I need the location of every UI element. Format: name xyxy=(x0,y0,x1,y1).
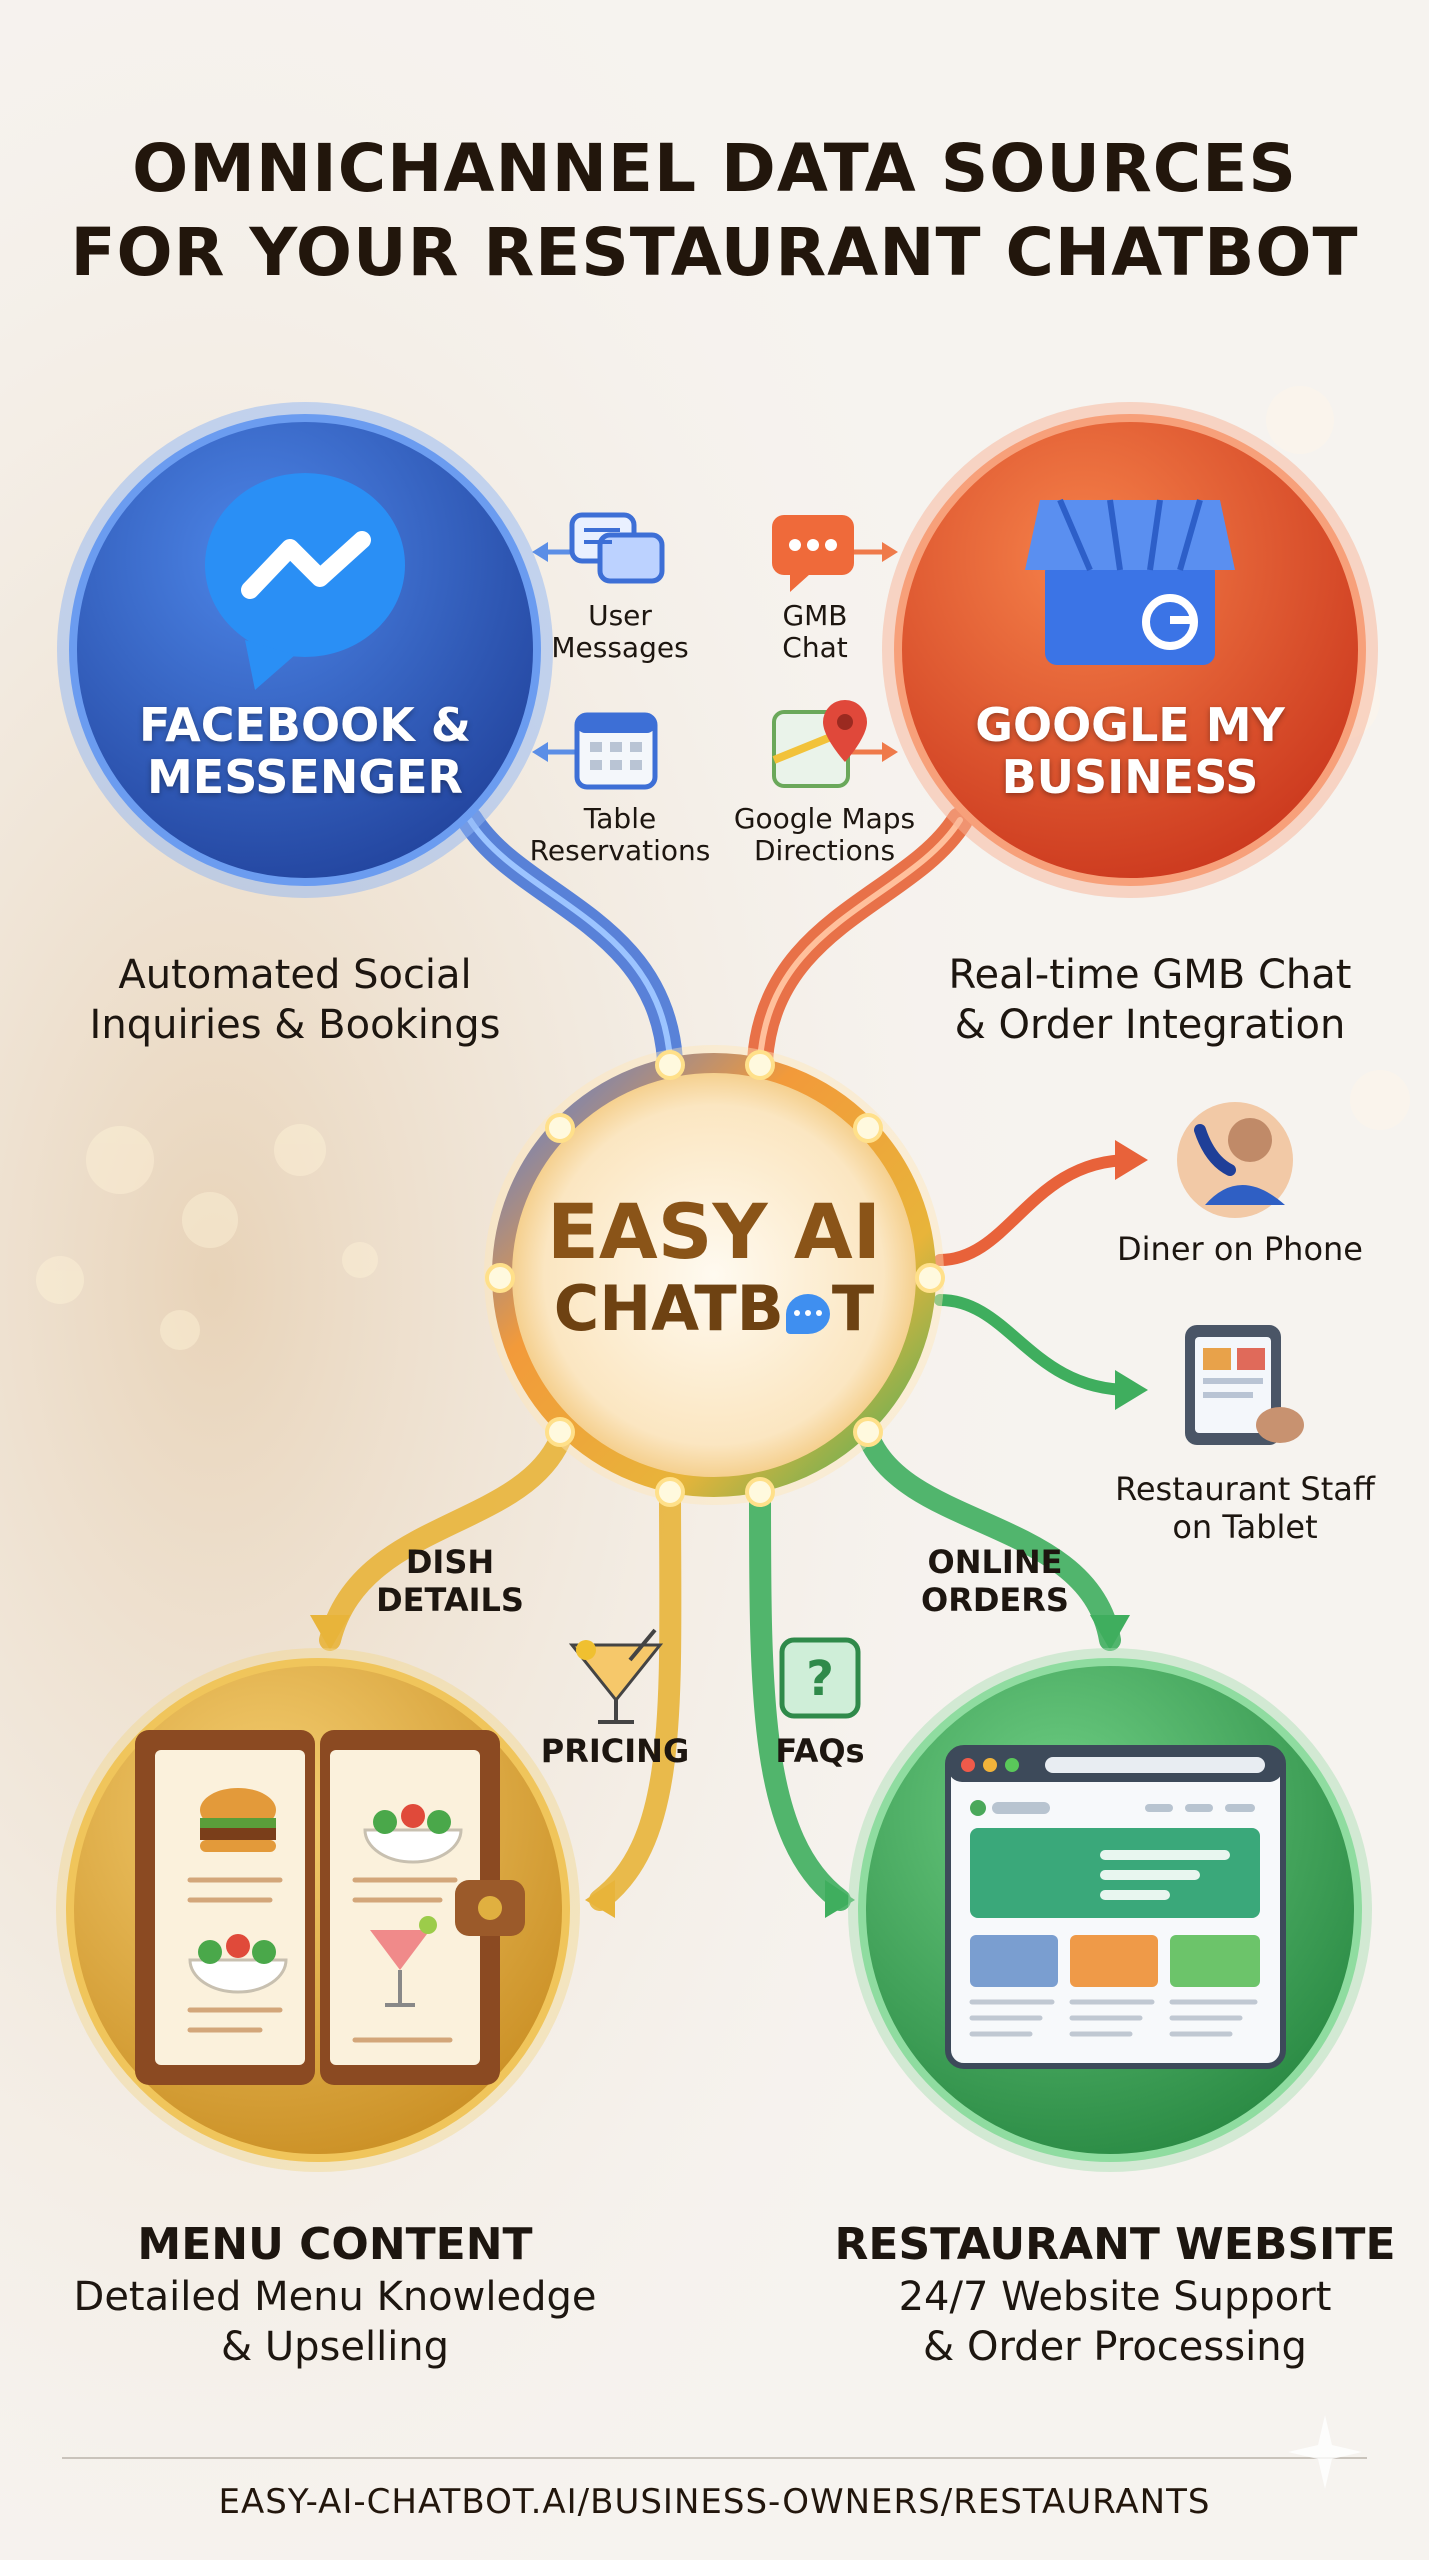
website-heading: RESTAURANT WEBSITE xyxy=(834,2219,1396,2270)
page-title-line-1: OMNICHANNEL DATA SOURCES xyxy=(132,130,1297,207)
cocktail-icon xyxy=(568,1628,664,1724)
gmb-link-maps-directions: Google Maps Directions xyxy=(722,803,927,867)
table-reservations-line-1: Table xyxy=(583,802,657,835)
online-orders-line-2: ORDERS xyxy=(921,1581,1069,1619)
output-staff-on-tablet: Restaurant Staff on Tablet xyxy=(1090,1470,1400,1546)
website-link-online-orders: ONLINE ORDERS xyxy=(890,1543,1100,1619)
center-label-t: T xyxy=(831,1272,875,1345)
staff-tablet-line-2: on Tablet xyxy=(1172,1508,1318,1546)
messenger-icon xyxy=(205,473,405,690)
gmb-desc-line-1: Real-time GMB Chat xyxy=(948,952,1352,998)
svg-text:?: ? xyxy=(806,1651,834,1707)
maps-directions-line-2: Directions xyxy=(753,834,896,867)
tablet-icon xyxy=(1185,1325,1304,1445)
online-orders-line-1: ONLINE xyxy=(927,1543,1063,1581)
maps-directions-line-1: Google Maps xyxy=(733,802,916,835)
facebook-name-line-2: MESSENGER xyxy=(147,750,463,804)
dish-details-line-1: DISH xyxy=(405,1543,495,1581)
user-messages-line-1: User xyxy=(588,599,652,632)
phone-person-icon xyxy=(1177,1102,1293,1218)
google-store-icon xyxy=(1025,498,1235,665)
gmb-desc-line-2: & Order Integration xyxy=(954,1002,1346,1048)
page-title-line-2: FOR YOUR RESTAURANT CHATBOT xyxy=(70,214,1359,291)
menu-desc-line-2: & Upselling xyxy=(220,2324,450,2370)
chat-bubble-o-icon xyxy=(785,1294,830,1334)
table-reservations-line-2: Reservations xyxy=(529,834,711,867)
menu-book-icon xyxy=(135,1730,525,2085)
output-diner-on-phone: Diner on Phone xyxy=(1117,1230,1363,1268)
facebook-link-user-messages: User Messages xyxy=(530,600,710,664)
center-label-line-2: CHATB T xyxy=(514,1274,914,1344)
facebook-link-table-reservations: Table Reservations xyxy=(520,803,720,867)
gmb-name-line-2: BUSINESS xyxy=(1001,750,1259,804)
center-hub: EASY AI CHATB T xyxy=(514,1190,914,1344)
center-label-chatb: CHATB xyxy=(553,1272,784,1345)
staff-tablet-line-1: Restaurant Staff xyxy=(1115,1470,1375,1508)
gmb-name-line-1: GOOGLE MY xyxy=(975,698,1285,752)
menu-content-heading: MENU CONTENT xyxy=(137,2219,533,2270)
dish-details-line-2: DETAILS xyxy=(376,1581,524,1619)
gmb-description: Real-time GMB Chat & Order Integration xyxy=(900,950,1400,1050)
website-link-faqs: FAQs xyxy=(775,1732,865,1770)
menu-link-pricing: PRICING xyxy=(540,1732,690,1770)
restaurant-website-section: RESTAURANT WEBSITE 24/7 Website Support … xyxy=(810,2218,1420,2372)
website-desc-line-2: & Order Processing xyxy=(923,2324,1307,2370)
facebook-name-line-1: FACEBOOK & xyxy=(139,698,471,752)
calendar-icon xyxy=(574,712,658,790)
facebook-desc-line-1: Automated Social xyxy=(118,952,472,998)
menu-desc-line-1: Detailed Menu Knowledge xyxy=(73,2274,597,2320)
google-maps-icon xyxy=(772,700,867,788)
chat-bubbles-icon xyxy=(569,512,665,584)
footer-url[interactable]: EASY-AI-CHATBOT.AI/BUSINESS-OWNERS/RESTA… xyxy=(218,2482,1211,2522)
menu-link-dish-details: DISH DETAILS xyxy=(340,1543,560,1619)
faq-icon: ? xyxy=(779,1637,861,1719)
facebook-description: Automated Social Inquiries & Bookings xyxy=(60,950,530,1050)
gmb-chat-icon xyxy=(772,515,854,592)
gmb-chat-line-2: Chat xyxy=(782,631,848,664)
facebook-desc-line-2: Inquiries & Bookings xyxy=(89,1002,501,1048)
browser-window-icon xyxy=(945,1745,1286,2069)
center-label-line-1: EASY AI xyxy=(546,1187,882,1276)
menu-content-section: MENU CONTENT Detailed Menu Knowledge & U… xyxy=(40,2218,630,2372)
gmb-link-chat: GMB Chat xyxy=(735,600,895,664)
user-messages-line-2: Messages xyxy=(551,631,689,664)
website-desc-line-1: 24/7 Website Support xyxy=(898,2274,1332,2320)
gmb-chat-line-1: GMB xyxy=(782,599,848,632)
